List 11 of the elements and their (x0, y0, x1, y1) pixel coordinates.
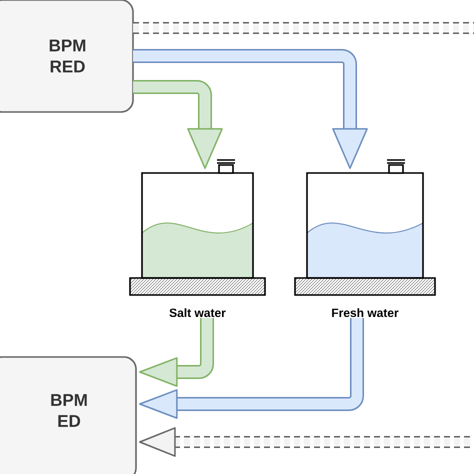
process-box: BPM ED (0, 356, 137, 474)
arrow (133, 80, 223, 169)
arrow (139, 318, 214, 387)
tank-label: Salt water (170, 308, 226, 318)
tank-drawing (306, 159, 424, 279)
process-box: BPM RED (0, 0, 134, 113)
dashed-line (133, 22, 474, 34)
arrow (139, 318, 364, 419)
tank-label: Fresh water (332, 308, 398, 318)
tank-drawing (141, 159, 254, 279)
arrow (133, 49, 368, 169)
